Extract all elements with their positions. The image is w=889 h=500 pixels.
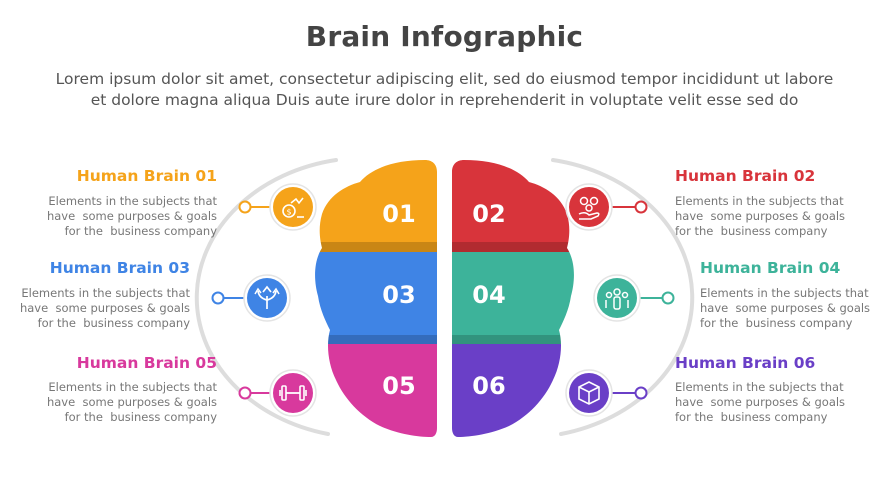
item-title-05: Human Brain 05 [76, 354, 217, 372]
money-chart-icon: $ [282, 197, 304, 218]
segment-number-03: 03 [382, 281, 415, 309]
item-title-02: Human Brain 02 [675, 167, 816, 185]
connector-dot-04 [661, 291, 675, 305]
brain-segment-03 [315, 252, 437, 335]
connector-dot-03 [211, 291, 225, 305]
item-title-03: Human Brain 03 [49, 259, 190, 277]
brain-segment-03-shade [315, 335, 437, 344]
icon-circle-02 [569, 187, 609, 227]
segment-number-06: 06 [472, 372, 505, 400]
item-title-06: Human Brain 06 [675, 354, 816, 372]
item-desc-01: Elements in the subjects that have some … [46, 194, 217, 238]
svg-text:$: $ [286, 208, 291, 217]
item-desc-06: Elements in the subjects that have some … [675, 380, 846, 424]
arrows-diverge-icon [254, 285, 280, 309]
icon-circle-04 [597, 278, 637, 318]
segment-number-05: 05 [382, 372, 415, 400]
brain-segment-04-shade [452, 335, 574, 344]
brain-left-hemisphere [315, 160, 437, 437]
segment-number-02: 02 [472, 200, 505, 228]
item-desc-05: Elements in the subjects that have some … [46, 380, 217, 424]
subtitle-line-1: Lorem ipsum dolor sit amet, consectetur … [55, 70, 834, 88]
dumbbell-icon [279, 385, 307, 401]
left-arc [194, 158, 338, 436]
item-desc-04: Elements in the subjects that have some … [700, 286, 871, 330]
item-desc-02: Elements in the subjects that have some … [675, 194, 846, 238]
team-icon [605, 288, 629, 310]
brain-segment-04 [452, 252, 574, 335]
connector-dot-05 [238, 386, 252, 400]
segment-number-04: 04 [472, 281, 505, 309]
box-icon [578, 381, 600, 405]
brain-segment-02-shade [452, 242, 574, 252]
item-title-01: Human Brain 01 [76, 167, 217, 185]
connector-dot-02 [634, 200, 648, 214]
brain-segment-01-shade [315, 242, 437, 252]
item-title-04: Human Brain 04 [700, 259, 841, 277]
item-desc-03: Elements in the subjects that have some … [19, 286, 190, 330]
segment-number-01: 01 [382, 200, 415, 228]
page-title: Brain Infographic [305, 20, 584, 53]
brain-segment-05 [315, 344, 437, 437]
connector-dot-01 [238, 200, 252, 214]
hand-ideas-icon [578, 196, 600, 220]
subtitle-line-2: et dolore magna aliqua Duis aute irure d… [90, 91, 799, 109]
connector-dot-06 [634, 386, 648, 400]
right-arc [551, 158, 695, 436]
